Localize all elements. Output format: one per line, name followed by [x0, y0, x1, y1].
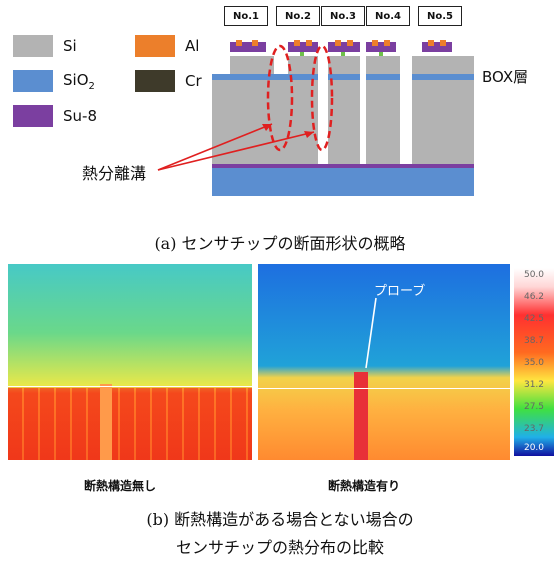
thermal-probe-left — [100, 384, 112, 460]
arrow-head-2 — [304, 131, 314, 138]
al-pad-1a — [236, 40, 242, 46]
arrow-head-1 — [262, 124, 272, 131]
trench-ellipse-1 — [266, 44, 294, 152]
al-pad-2a — [294, 40, 300, 46]
box-layer-4 — [366, 74, 400, 80]
su8-5 — [422, 42, 452, 52]
thermal-image-no-insulation — [8, 264, 252, 460]
thermal-image-with-insulation: プローブ — [258, 264, 510, 460]
legend-cr: Cr — [135, 70, 202, 92]
scale-tick-27: 27.5 — [523, 402, 545, 412]
al-pad-3b — [347, 40, 353, 46]
legend-al: Al — [135, 35, 199, 57]
scale-tick-46: 46.2 — [523, 292, 545, 302]
scale-tick-23: 23.7 — [523, 424, 545, 434]
chip-label-1: No.1 — [224, 6, 268, 26]
su8-1 — [230, 42, 266, 52]
pillar-5-si — [412, 56, 474, 168]
scale-tick-20: 20.0 — [523, 443, 545, 453]
su8-2 — [288, 42, 318, 52]
al-pad-5b — [440, 40, 446, 46]
scale-tick-31: 31.2 — [523, 380, 545, 390]
label-with-insulation: 断熱構造有り — [328, 479, 401, 493]
chip-label-2: No.2 — [276, 6, 320, 26]
legend-al-label: Al — [185, 37, 200, 55]
scale-tick-42: 42.5 — [523, 314, 545, 324]
color-scale: 50.0 46.2 42.5 38.7 35.0 31.2 27.5 23.7 … — [514, 268, 554, 456]
substrate-sio2 — [212, 168, 474, 196]
scale-tick-50: 50.0 — [523, 270, 545, 280]
al-pad-1b — [252, 40, 258, 46]
al-pad-3a — [335, 40, 341, 46]
thermal-probe-right — [354, 372, 368, 460]
legend-si-label: Si — [63, 37, 77, 55]
box-layer-3 — [328, 74, 360, 80]
arrow-line-2 — [157, 131, 315, 171]
scale-tick-38: 38.7 — [523, 336, 545, 346]
green-mark-4 — [379, 52, 383, 56]
box-layer-label: BOX層 — [482, 68, 529, 86]
probe-label: プローブ — [374, 284, 426, 299]
su8-3 — [328, 42, 360, 52]
trench-label: 熱分離溝 — [82, 164, 147, 183]
bottom-film — [212, 164, 474, 168]
chip-label-3: No.3 — [321, 6, 365, 26]
su8-swatch — [13, 105, 53, 127]
cr-swatch — [135, 70, 175, 92]
al-pad-4a — [372, 40, 378, 46]
su8-4 — [366, 42, 396, 52]
caption-b-line2: センサチップの熱分布の比較 — [175, 538, 384, 557]
si-swatch — [13, 35, 53, 57]
legend-sio2-label: SiO2 — [63, 70, 95, 92]
box-layer-5 — [412, 74, 474, 80]
chip-label-4: No.4 — [366, 6, 410, 26]
al-swatch — [135, 35, 175, 57]
pillar-4-si — [366, 56, 400, 168]
thermal-pattern-left — [8, 388, 252, 460]
green-mark-3 — [341, 52, 345, 56]
caption-a: (a) センサチップの断面形状の概略 — [154, 234, 406, 253]
legend-sio2: SiO2 — [13, 70, 95, 92]
arrow-line-1 — [157, 123, 273, 171]
label-no-insulation: 断熱構造無し — [84, 479, 157, 493]
line-marker-left — [8, 386, 252, 387]
box-layer-2 — [288, 74, 318, 80]
legend-su8-label: Su-8 — [63, 107, 97, 125]
legend-si: Si — [13, 35, 77, 57]
box-layer-1 — [212, 74, 304, 80]
chip-label-5: No.5 — [418, 6, 462, 26]
legend-cr-label: Cr — [185, 72, 202, 90]
trench-ellipse-2 — [310, 44, 334, 152]
scale-tick-35: 35.0 — [523, 358, 545, 368]
probe-arrow — [365, 297, 377, 369]
line-marker-right — [258, 388, 510, 389]
al-pad-2b — [306, 40, 312, 46]
al-pad-5a — [428, 40, 434, 46]
green-mark-2 — [300, 52, 304, 56]
pillar-1-top — [230, 56, 274, 74]
sio2-swatch — [13, 70, 53, 92]
legend-su8: Su-8 — [13, 105, 97, 127]
al-pad-4b — [384, 40, 390, 46]
cross-section-diagram — [157, 40, 474, 196]
caption-b-line1: (b) 断熱構造がある場合とない場合の — [146, 510, 414, 529]
